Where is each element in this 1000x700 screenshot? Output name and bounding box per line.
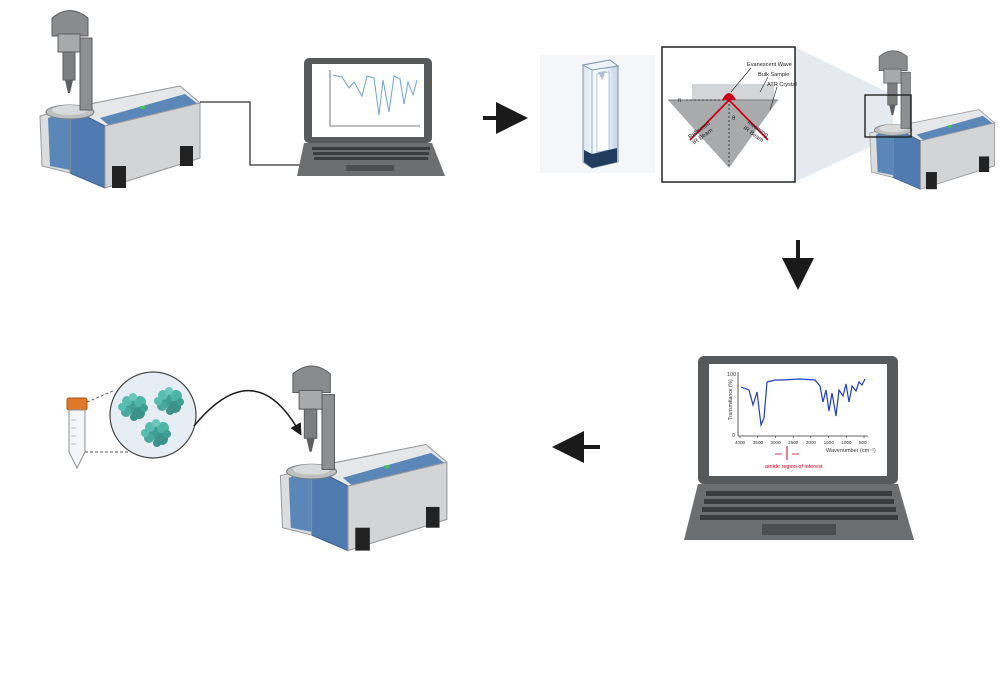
laptop-icon: [297, 58, 445, 176]
evanescent-wave-label: Evanescent Wave: [747, 62, 792, 68]
incoming-ir-beam: [728, 99, 769, 141]
spectrum-trace: [740, 378, 866, 428]
data-cable: [200, 101, 302, 166]
transmittance-spectrum-plot: 100 0 Transmittance (%) 4000 3500 3000 2500…: [727, 372, 876, 470]
x-axis-tick-label: 1000: [841, 440, 852, 445]
x-axis-tick-label: 3000: [770, 440, 781, 445]
protein-magnification-circle: [109, 371, 197, 459]
x-axis-tick-label: 4000: [735, 440, 746, 445]
magnify-line-top: [86, 390, 114, 403]
x-axis-tick-label: 3500: [753, 440, 764, 445]
bulk-sample-label: Bulk Sample: [758, 72, 789, 78]
small-spectrum-plot: [329, 70, 420, 127]
x-axis-tick-label: 1500: [824, 440, 835, 445]
cuvette-icon: [540, 55, 655, 173]
y-axis-label: Transmittance (%): [728, 379, 734, 420]
x-axis-label: Wavenumber (cm⁻¹): [826, 448, 876, 454]
theta-symbol: θ: [732, 116, 736, 122]
x-axis-tick-label: 2000: [806, 440, 817, 445]
bulk-sample-region: [692, 84, 774, 100]
ftir-spectrometer-icon: [279, 365, 448, 552]
x-axis-tick-label: 2500: [788, 440, 799, 445]
zoom-cone: [795, 47, 893, 182]
y-axis-top-tick: 100: [727, 372, 736, 378]
atr-crystal: [668, 100, 778, 168]
x-axis-tick-label: 500: [859, 440, 867, 445]
atr-inset-panel: Evanescent Wave Bulk Sample ATR Crystal …: [661, 46, 797, 183]
ftir-spectrometer-icon: [864, 50, 995, 190]
atr-crystal-label: ATR Crystal: [767, 82, 797, 88]
ftir-spectrometer-icon: [39, 10, 201, 189]
n1-symbol: n: [678, 98, 681, 104]
sample-transfer-arrow: [193, 389, 302, 436]
y-axis-bottom-tick: 0: [732, 433, 735, 439]
zoom-highlight-box: [864, 94, 912, 138]
evanescent-wave: [722, 93, 736, 100]
reflected-ir-beam: [689, 99, 730, 141]
amide-region-annotation: amide region of interest: [765, 464, 823, 470]
laptop-icon: [684, 356, 914, 540]
centrifuge-tube-icon: [66, 397, 88, 470]
